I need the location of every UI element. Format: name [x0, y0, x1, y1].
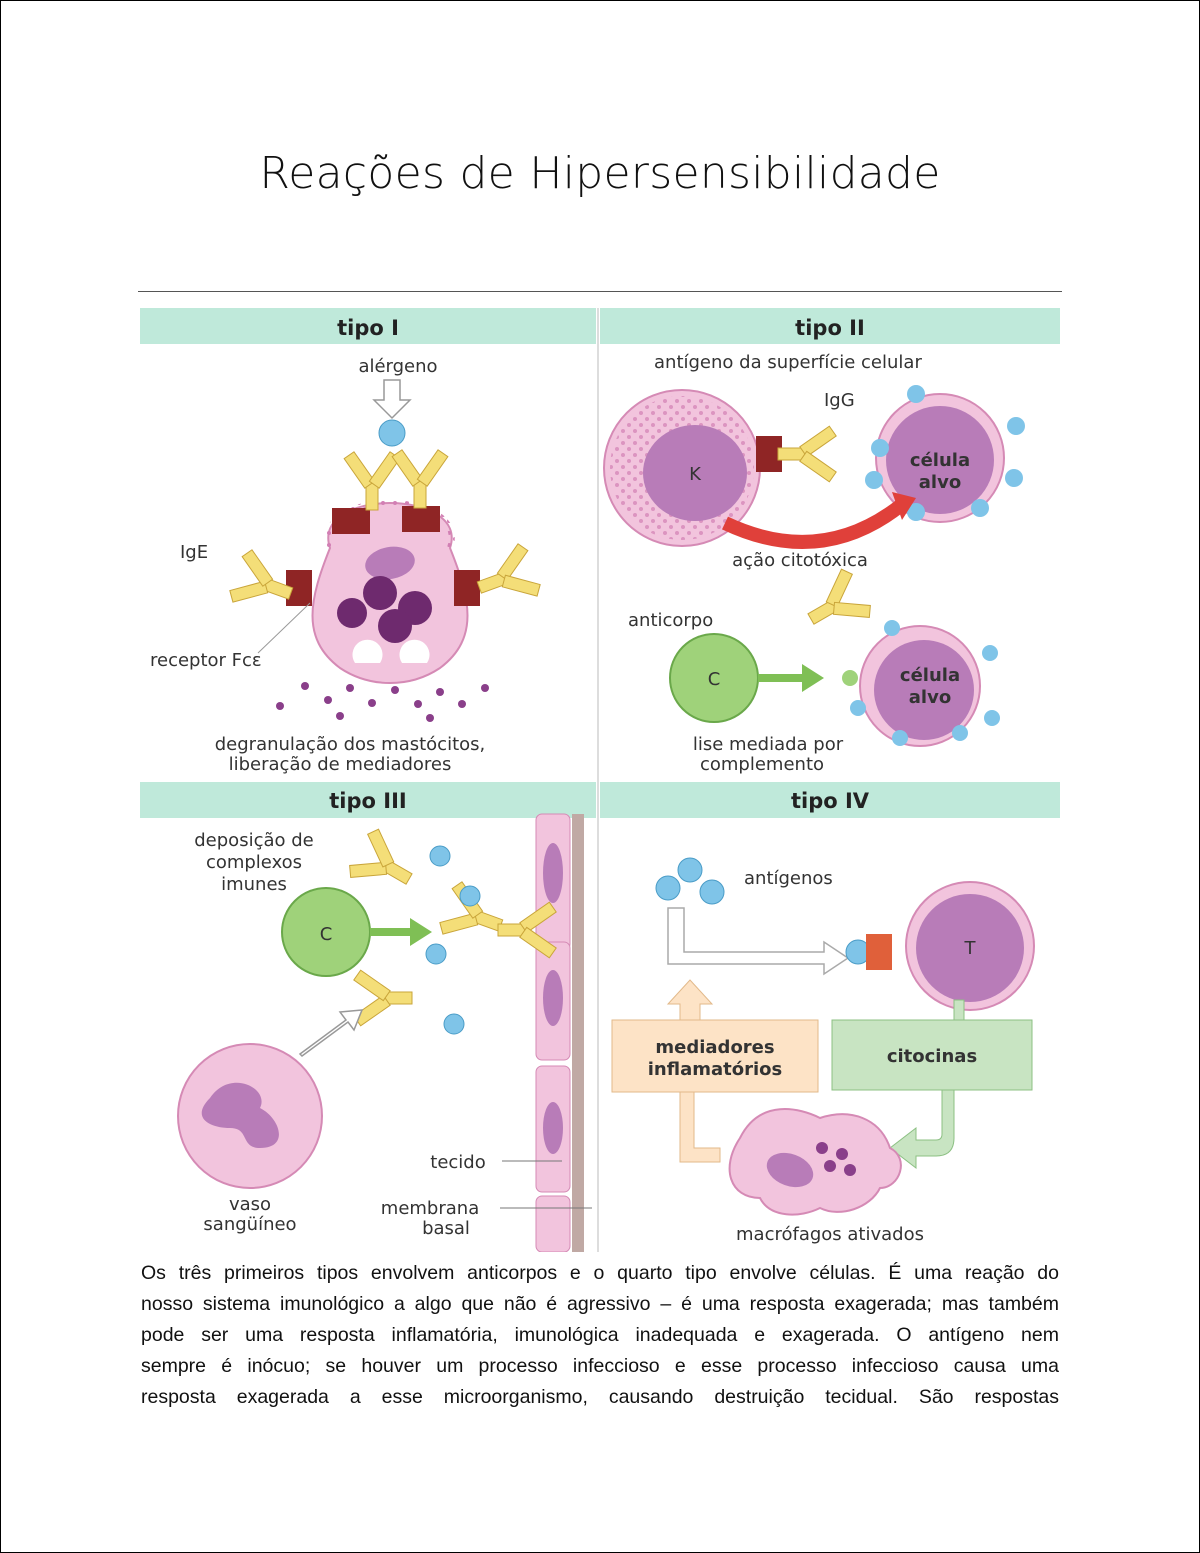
receptor-icon: [454, 570, 480, 606]
antigens-icon: [655, 857, 725, 905]
body-line: sempre é inócuo; se houver um processo i…: [141, 1355, 1059, 1377]
mediators-label-2: inflamatórios: [648, 1059, 782, 1080]
body-line: pode ser uma resposta inflamatória, imun…: [141, 1324, 1059, 1346]
body-line: nosso sistema imunológico a algo que não…: [141, 1293, 1059, 1315]
panel-tipo-3: tipo III deposição de complexos imunes C: [140, 782, 596, 1252]
header-tipo-3-label: tipo III: [329, 789, 406, 813]
vessel-arrow-icon: [298, 1009, 364, 1057]
body-line: Os três primeiros tipos envolvem anticor…: [141, 1262, 1059, 1284]
header-tipo-4-label: tipo IV: [791, 789, 870, 813]
cytokines-box: [831, 1019, 1033, 1091]
mast-cell-icon: [311, 500, 469, 684]
deposition-label-1: deposição de: [194, 830, 313, 851]
target-cell-label-1: célula: [910, 450, 970, 471]
ige-label: IgE: [180, 542, 208, 563]
vessel-label-2: sangüíneo: [203, 1214, 296, 1235]
body-line: resposta exagerada a esse microorganismo…: [141, 1386, 1059, 1408]
k-cell-label: K: [689, 464, 702, 485]
allergen-label: alérgeno: [358, 356, 437, 377]
receptor-icon: [332, 508, 370, 534]
target-cell-icon: [865, 385, 1025, 523]
complement-label-3: C: [320, 924, 333, 945]
allergen-icon: [378, 419, 406, 447]
complement-arrow-icon: [758, 664, 824, 692]
title-rule: [138, 291, 1062, 292]
cytokines-label: citocinas: [887, 1046, 977, 1067]
target-cell-2-label-2: alvo: [909, 687, 951, 708]
mediators-label-1: mediadores: [655, 1037, 774, 1058]
receptor-icon: [402, 506, 440, 532]
deposition-label-2: complexos: [206, 852, 302, 873]
target-cell-2-icon: [842, 620, 1000, 747]
receptor-icon: [866, 934, 892, 970]
tipo1-caption-line2: liberação de mediadores: [229, 754, 452, 775]
t-cell-label: T: [964, 938, 977, 959]
membrane-label-1: membrana: [381, 1198, 479, 1219]
lysis-label-2: complemento: [700, 754, 824, 775]
antigens-label: antígenos: [744, 868, 833, 889]
blood-vessel-icon: [177, 1043, 323, 1189]
target-cell-label-2: alvo: [919, 472, 961, 493]
panel-tipo-1: tipo I alérgeno IgE receptor Fcε: [140, 308, 596, 775]
header-tipo-2-label: tipo II: [795, 316, 865, 340]
header-tipo-1-label: tipo I: [337, 316, 399, 340]
tissue-label: tecido: [430, 1152, 485, 1173]
k-cell-icon: [603, 389, 761, 547]
complement-arrow-icon: [370, 918, 432, 946]
antibody-label: anticorpo: [628, 610, 713, 631]
panel-tipo-4: tipo IV antígenos T mediadores inflamató…: [600, 782, 1060, 1245]
complement-label: C: [708, 669, 721, 690]
hypersensitivity-figure: tipo I alérgeno IgE receptor Fcε: [140, 308, 1060, 1252]
membrane-label-2: basal: [422, 1218, 470, 1239]
tipo1-caption-line1: degranulação dos mastócitos,: [215, 734, 485, 755]
mediators-arrow-icon: [666, 979, 714, 1021]
target-cell-2-label-1: célula: [900, 665, 960, 686]
t-cell-icon: [905, 881, 1035, 1011]
vessel-label-1: vaso: [229, 1194, 271, 1215]
receptor-label: receptor Fcε: [150, 650, 262, 671]
header-tipo-4: [600, 782, 1060, 818]
basal-membrane-icon: [572, 814, 584, 1252]
body-paragraph: Os três primeiros tipos envolvem anticor…: [141, 1258, 1059, 1413]
header-tipo-2: [600, 308, 1060, 344]
header-tipo-1: [140, 308, 596, 344]
cytotoxic-label: ação citotóxica: [732, 550, 868, 571]
lysis-label-1: lise mediada por: [693, 734, 844, 755]
tissue-icon: [535, 813, 584, 1252]
header-tipo-3: [140, 782, 596, 818]
macrophages-label: macrófagos ativados: [736, 1224, 924, 1245]
igg-label: IgG: [824, 390, 855, 411]
mediator-granules-icon: [276, 682, 489, 722]
antigen-arrow-icon: [667, 907, 850, 976]
page-title: Reações de Hipersensibilidade: [259, 148, 941, 199]
deposition-label-3: imunes: [221, 874, 287, 895]
allergen-arrow-icon: [372, 379, 412, 420]
mediators-box: [611, 1019, 819, 1093]
macrophage-icon: [728, 1108, 902, 1216]
panel-tipo-2: tipo II antígeno da superfície celular I…: [600, 308, 1060, 775]
antigen-group-icon: [425, 845, 481, 1035]
cytotoxic-arrow-icon: [722, 500, 905, 549]
cytokines-arrow-icon: [889, 1089, 955, 1170]
surface-antigen-label: antígeno da superfície celular: [654, 352, 922, 373]
